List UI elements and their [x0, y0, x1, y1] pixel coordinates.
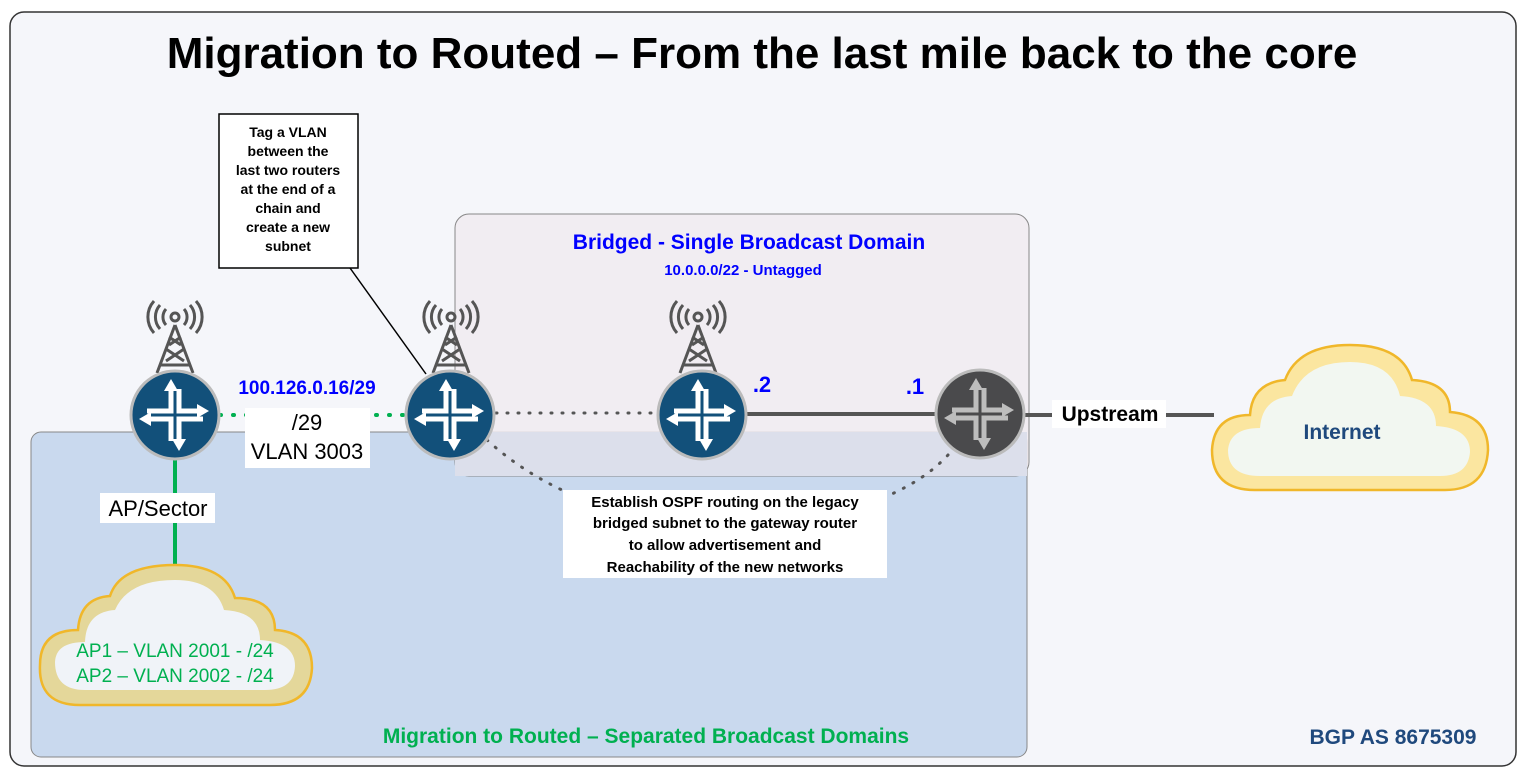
link-mask: /29 [292, 410, 323, 435]
region-overlap [455, 432, 1027, 476]
routed-title: Migration to Routed – Separated Broadcas… [383, 725, 909, 748]
callout-line: Tag a VLAN [249, 124, 327, 140]
ospf-note-box [563, 490, 887, 578]
host-label-gateway: .1 [906, 374, 924, 399]
router-icon [656, 369, 748, 461]
router-icon [129, 369, 221, 461]
upstream-box [1052, 400, 1166, 428]
ap-cloud: AP1 – VLAN 2001 - /24 AP2 – VLAN 2002 - … [38, 563, 314, 707]
callout-line: subnet [265, 238, 311, 254]
bridged-subnet: 10.0.0.0/22 - Untagged [664, 262, 822, 279]
callout-line: create a new [246, 219, 330, 235]
ap-cloud-line: AP2 – VLAN 2002 - /24 [76, 666, 274, 687]
host-label-r3: .2 [753, 372, 771, 397]
link-vlan: VLAN 3003 [251, 439, 364, 464]
ospf-note-line: Establish OSPF routing on the legacy [591, 494, 859, 511]
callout-line: at the end of a [241, 181, 336, 197]
callout-box [218, 113, 359, 269]
vlan-label-box [245, 408, 370, 468]
bridged-title: Bridged - Single Broadcast Domain [573, 231, 925, 254]
gateway-router[interactable] [934, 368, 1026, 460]
router-icon [934, 368, 1026, 460]
diagram-title: Migration to Routed – From the last mile… [167, 29, 1358, 78]
internet-label: Internet [1303, 421, 1380, 444]
cloud-inner [1228, 362, 1470, 476]
callout-pointer [349, 267, 427, 375]
ospf-note-line: to allow advertisement and [629, 537, 822, 554]
router-2[interactable] [404, 369, 496, 461]
ap-cloud-line: AP1 – VLAN 2001 - /24 [76, 641, 274, 662]
callout-line: last two routers [236, 162, 340, 178]
router-ap[interactable] [129, 369, 221, 461]
ospf-note-line: Reachability of the new networks [607, 559, 844, 576]
ospf-link-left [485, 438, 564, 492]
ospf-note-line: bridged subnet to the gateway router [593, 515, 857, 532]
callout-line: between the [248, 143, 329, 159]
ap-sector-box [100, 493, 215, 523]
callout-line: chain and [255, 200, 320, 216]
router-icon [404, 369, 496, 461]
ap-sector-label: AP/Sector [108, 496, 207, 521]
router-3[interactable] [656, 369, 748, 461]
bgp-as-label: BGP AS 8675309 [1310, 726, 1477, 749]
cloud-inner [55, 580, 295, 690]
upstream-label: Upstream [1062, 403, 1159, 426]
link-subnet: 100.126.0.16/29 [238, 378, 375, 399]
internet-cloud[interactable]: Internet [1210, 343, 1490, 492]
